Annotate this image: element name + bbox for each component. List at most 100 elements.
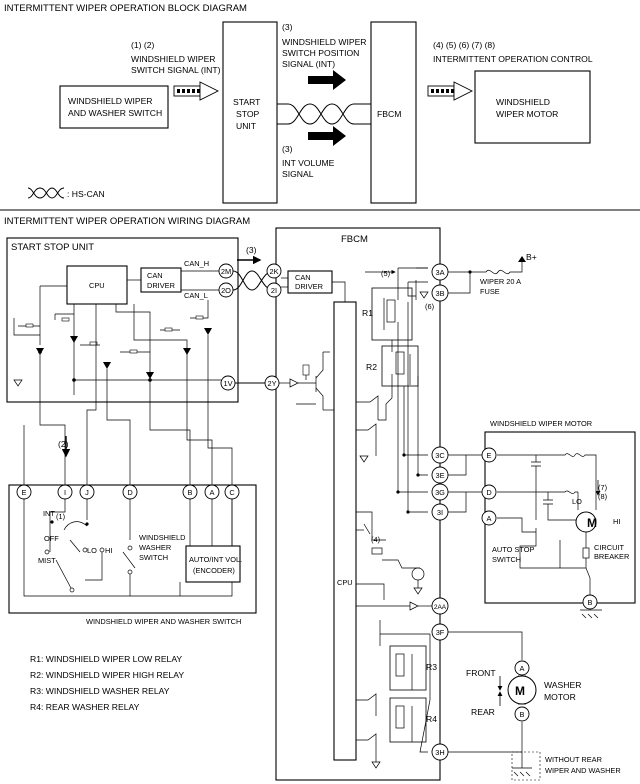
fbcm-terminal-3b: 3B <box>431 284 449 302</box>
motor-terminal-b: B <box>582 594 598 610</box>
label-7: (7) <box>598 483 607 492</box>
motor-internal-circuit <box>448 453 602 619</box>
block-signal1-line2: SWITCH SIGNAL (INT) <box>131 65 221 75</box>
legend-r3: R3: WINDSHIELD WASHER RELAY <box>30 686 170 696</box>
svg-text:E: E <box>22 488 27 497</box>
pos-off: OFF <box>44 534 59 543</box>
svg-text:3A: 3A <box>435 268 444 277</box>
fuse-label-2: FUSE <box>480 287 500 296</box>
block-switch-box <box>59 85 169 129</box>
block-signal3a-line1: WINDSHIELD WIPER <box>282 37 367 47</box>
label-6: (6) <box>425 302 434 311</box>
label-4: (4) <box>371 535 380 544</box>
svg-text:B: B <box>188 488 193 497</box>
ssu-terminal-1v: 1V <box>220 375 236 391</box>
label-8: (8) <box>598 492 607 501</box>
motor-terminal-a: A <box>481 510 497 526</box>
fbcm-terminal-2y: 2Y <box>264 375 280 391</box>
wiper-fuse <box>448 256 526 294</box>
r3-label: R3 <box>426 662 437 672</box>
fbcm-terminal-3a: 3A <box>431 263 449 281</box>
wiper-motor-title: WINDSHIELD WIPER MOTOR <box>490 419 592 428</box>
legend-twist-2 <box>27 187 65 199</box>
dotted-arrow-1 <box>173 81 220 101</box>
fbcm-cpu-label: CPU <box>337 578 353 587</box>
svg-text:2I: 2I <box>271 286 277 295</box>
block-fbcm-box <box>370 21 417 204</box>
switch-terminal-b: B <box>182 484 198 500</box>
rear-label: REAR <box>471 707 495 717</box>
block-control-num: (4) (5) (6) (7) (8) <box>433 40 495 50</box>
ssu-can-driver-l2: DRIVER <box>147 281 175 290</box>
svg-text:I: I <box>64 488 66 497</box>
r1-label: R1 <box>362 308 373 318</box>
block-signal3a-num: (3) <box>282 22 293 32</box>
breaker-1: CIRCUIT <box>594 543 624 552</box>
svg-text:B: B <box>588 598 593 607</box>
svg-text:2O: 2O <box>221 286 231 295</box>
svg-text:D: D <box>127 488 132 497</box>
svg-text:3F: 3F <box>436 628 445 637</box>
switch-terminal-j: J <box>79 484 95 500</box>
ssu-box <box>6 237 239 403</box>
washer-terminal-b: B <box>514 706 530 722</box>
legend-r2: R2: WINDSHIELD WIPER HIGH RELAY <box>30 670 184 680</box>
fbcm-can-driver-l2: DRIVER <box>295 282 323 291</box>
fbcm-terminal-3f: 3F <box>431 623 449 641</box>
pos-num1: (1) <box>56 512 65 521</box>
ssu-can-driver-l1: CAN <box>147 271 163 280</box>
auto-stop-1: AUTO STOP <box>492 545 535 554</box>
arrow-volume-signal <box>308 126 346 146</box>
svg-text:J: J <box>85 488 89 497</box>
switch-caption: WINDSHIELD WIPER AND WASHER SWITCH <box>86 617 241 626</box>
washer-switch-2: WASHER <box>139 543 171 552</box>
washer-switch-3: SWITCH <box>139 553 168 562</box>
block-title: INTERMITTENT WIPER OPERATION BLOCK DIAGR… <box>4 3 247 14</box>
svg-text:2AA: 2AA <box>434 604 447 611</box>
arrow-position-signal <box>308 70 346 90</box>
without-rear-1: WITHOUT REAR <box>545 755 602 764</box>
washer-terminal-a: A <box>514 660 530 676</box>
svg-text:3H: 3H <box>435 748 444 757</box>
switch-terminal-c: C <box>224 484 240 500</box>
block-fbcm-label: FBCM <box>377 109 401 119</box>
block-ssu-line2: STOP <box>236 109 260 119</box>
can-wire-twist-2 <box>232 270 275 291</box>
pos-hi: HI <box>105 546 112 555</box>
ssu-cpu <box>66 265 128 305</box>
label-5: (5) <box>381 269 390 278</box>
block-signal3b-num: (3) <box>282 144 293 154</box>
block-signal1-num: (1) (2) <box>131 40 155 50</box>
auto-stop-2: SWITCH <box>492 555 521 564</box>
svg-text:3C: 3C <box>435 451 445 460</box>
svg-text:1V: 1V <box>223 379 232 388</box>
fbcm-terminal-3e: 3E <box>431 466 449 484</box>
svg-text:3E: 3E <box>435 471 444 480</box>
switch-internal-circuit <box>23 499 233 597</box>
washer-motor-2: MOTOR <box>544 692 576 702</box>
svg-text:3B: 3B <box>435 289 444 298</box>
svg-text:A: A <box>487 514 492 523</box>
r2-label: R2 <box>366 362 377 372</box>
motor-lo-label: LO <box>572 497 582 506</box>
legend-r1: R1: WINDSHIELD WIPER LOW RELAY <box>30 654 182 664</box>
svg-text:A: A <box>210 488 215 497</box>
fbcm-terminal-3g: 3G <box>431 483 449 501</box>
block-motor-box <box>474 70 591 144</box>
fbcm-box <box>275 227 441 781</box>
block-signal3b-line1: INT VOLUME <box>282 158 335 168</box>
fbcm-terminal-3c: 3C <box>431 446 449 464</box>
svg-text:A: A <box>520 664 525 673</box>
block-ssu-line1: START <box>233 97 261 107</box>
fbcm-cpu <box>333 301 357 761</box>
fbcm-terminal-2i: 2I <box>266 282 282 298</box>
encoder-box <box>185 545 241 583</box>
block-ssu-box <box>222 21 278 204</box>
switch-terminal-i: I <box>57 484 73 500</box>
svg-text:C: C <box>229 488 235 497</box>
svg-text:D: D <box>486 488 491 497</box>
block-signal3a-line3: SIGNAL (INT) <box>282 59 335 69</box>
washer-switch-1: WINDSHIELD <box>139 533 185 542</box>
b-plus-label: B+ <box>526 252 537 262</box>
